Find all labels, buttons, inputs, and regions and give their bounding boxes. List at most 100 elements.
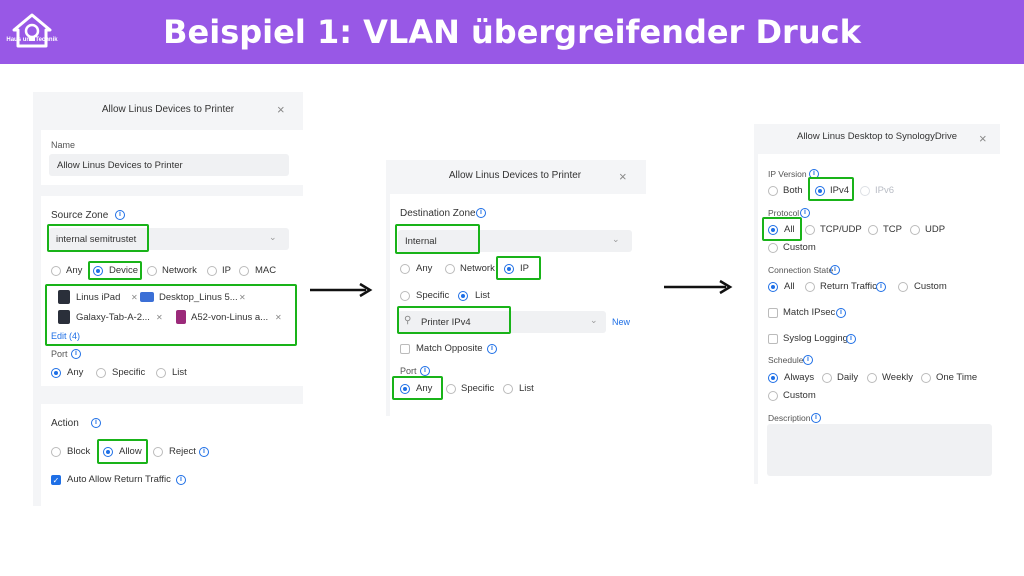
port-specific-label: Specific <box>112 367 146 378</box>
highlight-box <box>392 376 443 400</box>
auto-allow-label: Auto Allow Return Traffic <box>67 474 171 485</box>
dest-any-label: Any <box>416 263 433 274</box>
source-device-radio[interactable] <box>93 266 103 276</box>
edit-devices-link[interactable]: Edit (4) <box>51 331 81 341</box>
info-icon: i <box>176 475 186 485</box>
chevron-down-icon[interactable]: ⌄ <box>269 232 277 242</box>
remove-chip-icon[interactable]: ✕ <box>156 313 163 322</box>
source-zone-select[interactable] <box>49 228 289 250</box>
arrow-right-icon <box>310 282 373 298</box>
action-block-label: Block <box>67 446 91 457</box>
highlight-box <box>496 256 541 280</box>
state-all-radio[interactable] <box>768 282 778 292</box>
source-zone-label: Source Zone <box>51 210 109 221</box>
protocol-tcp-radio[interactable] <box>868 225 878 235</box>
firewall-rule-panel-source: Allow Linus Devices to Printer × Name Al… <box>33 92 303 506</box>
source-mac-radio[interactable] <box>239 266 249 276</box>
port-specific-radio[interactable] <box>446 384 456 394</box>
ip-both-label: Both <box>783 185 803 196</box>
action-reject-radio[interactable] <box>153 447 163 457</box>
source-ip-radio[interactable] <box>207 266 217 276</box>
highlight-box <box>47 224 149 252</box>
source-ip-label: IP <box>222 265 231 276</box>
dest-network-label: Network <box>460 263 495 274</box>
ip-v6-radio[interactable] <box>860 186 870 196</box>
page-title: Beispiel 1: VLAN übergreifender Druck <box>163 13 861 51</box>
chevron-down-icon[interactable]: ⌄ <box>612 234 620 244</box>
protocol-udp-radio[interactable] <box>910 225 920 235</box>
close-icon[interactable]: × <box>979 131 987 146</box>
name-input[interactable] <box>49 154 289 176</box>
ip-specific-radio[interactable] <box>400 291 410 301</box>
dest-ip-radio[interactable] <box>504 264 514 274</box>
schedule-daily-radio[interactable] <box>822 373 832 383</box>
port-list-radio[interactable] <box>503 384 513 394</box>
info-icon: i <box>115 210 125 220</box>
schedule-weekly-radio[interactable] <box>867 373 877 383</box>
action-block-radio[interactable] <box>51 447 61 457</box>
port-label: Port <box>400 366 417 376</box>
port-specific-radio[interactable] <box>96 368 106 378</box>
match-ipsec-label: Match IPsec <box>783 307 836 318</box>
source-network-radio[interactable] <box>147 266 157 276</box>
schedule-custom-radio[interactable] <box>768 391 778 401</box>
source-device-label: Device <box>109 265 139 276</box>
protocol-all-label: All <box>784 224 795 235</box>
highlight-box <box>45 284 297 346</box>
ip-list-label: List <box>475 290 490 301</box>
source-section: Source Zone i internal semitrustet ⌄ Any… <box>41 196 303 386</box>
port-any-radio[interactable] <box>51 368 61 378</box>
remove-chip-icon[interactable]: ✕ <box>275 313 282 322</box>
highlight-box <box>397 306 511 334</box>
schedule-onetime-radio[interactable] <box>921 373 931 383</box>
match-opposite-checkbox[interactable] <box>400 344 410 354</box>
ip-list-radio[interactable] <box>458 291 468 301</box>
panel-title: Allow Linus Devices to Printer <box>101 104 235 115</box>
action-allow-radio[interactable] <box>103 447 113 457</box>
ip-both-radio[interactable] <box>768 186 778 196</box>
remove-chip-icon[interactable]: ✕ <box>239 293 246 302</box>
ip-list-value: Printer IPv4 <box>421 317 471 328</box>
chevron-down-icon[interactable]: ⌄ <box>590 315 598 325</box>
close-icon[interactable]: × <box>619 169 627 184</box>
close-icon[interactable]: × <box>277 102 285 117</box>
match-ipsec-checkbox[interactable] <box>768 308 778 318</box>
syslog-checkbox[interactable] <box>768 334 778 344</box>
dest-any-radio[interactable] <box>400 264 410 274</box>
schedule-weekly-label: Weekly <box>882 372 913 383</box>
auto-allow-checkbox[interactable]: ✓ <box>51 475 61 485</box>
ip-v4-radio[interactable] <box>815 186 825 196</box>
ip-version-label: IP Version <box>768 169 807 179</box>
schedule-always-radio[interactable] <box>768 373 778 383</box>
source-any-radio[interactable] <box>51 266 61 276</box>
protocol-tcpudp-radio[interactable] <box>805 225 815 235</box>
port-list-radio[interactable] <box>156 368 166 378</box>
ip-v6-label: IPv6 <box>875 185 895 196</box>
house-bulb-icon <box>12 13 52 48</box>
destination-section: Destination Zone i Internal ⌄ Any Networ… <box>390 194 646 416</box>
dest-network-radio[interactable] <box>445 264 455 274</box>
name-value: Allow Linus Devices to Printer <box>57 160 183 171</box>
advanced-section: IP Version i Both IPv4 IPv6 Protocol i A… <box>758 154 1000 484</box>
firewall-rule-panel-advanced: Allow Linus Desktop to SynologyDrive × I… <box>754 124 1000 484</box>
schedule-daily-label: Daily <box>837 372 859 383</box>
info-icon: i <box>91 418 101 428</box>
state-custom-label: Custom <box>914 281 947 292</box>
phone-icon <box>176 310 186 324</box>
destination-zone-label: Destination Zone <box>400 208 476 219</box>
panel-title: Allow Linus Devices to Printer <box>448 170 582 181</box>
protocol-all-radio[interactable] <box>768 225 778 235</box>
state-custom-radio[interactable] <box>898 282 908 292</box>
description-input[interactable] <box>767 424 992 476</box>
ip-list-select[interactable] <box>398 311 606 333</box>
info-icon: i <box>836 308 846 318</box>
destination-zone-select[interactable] <box>398 230 632 252</box>
state-return-radio[interactable] <box>805 282 815 292</box>
remove-chip-icon[interactable]: ✕ <box>131 293 138 302</box>
match-opposite-label: Match Opposite <box>416 343 483 354</box>
port-any-radio[interactable] <box>400 384 410 394</box>
new-ip-list-link[interactable]: New <box>612 317 631 327</box>
port-specific-label: Specific <box>461 383 495 394</box>
action-allow-label: Allow <box>119 446 142 457</box>
protocol-custom-radio[interactable] <box>768 243 778 253</box>
